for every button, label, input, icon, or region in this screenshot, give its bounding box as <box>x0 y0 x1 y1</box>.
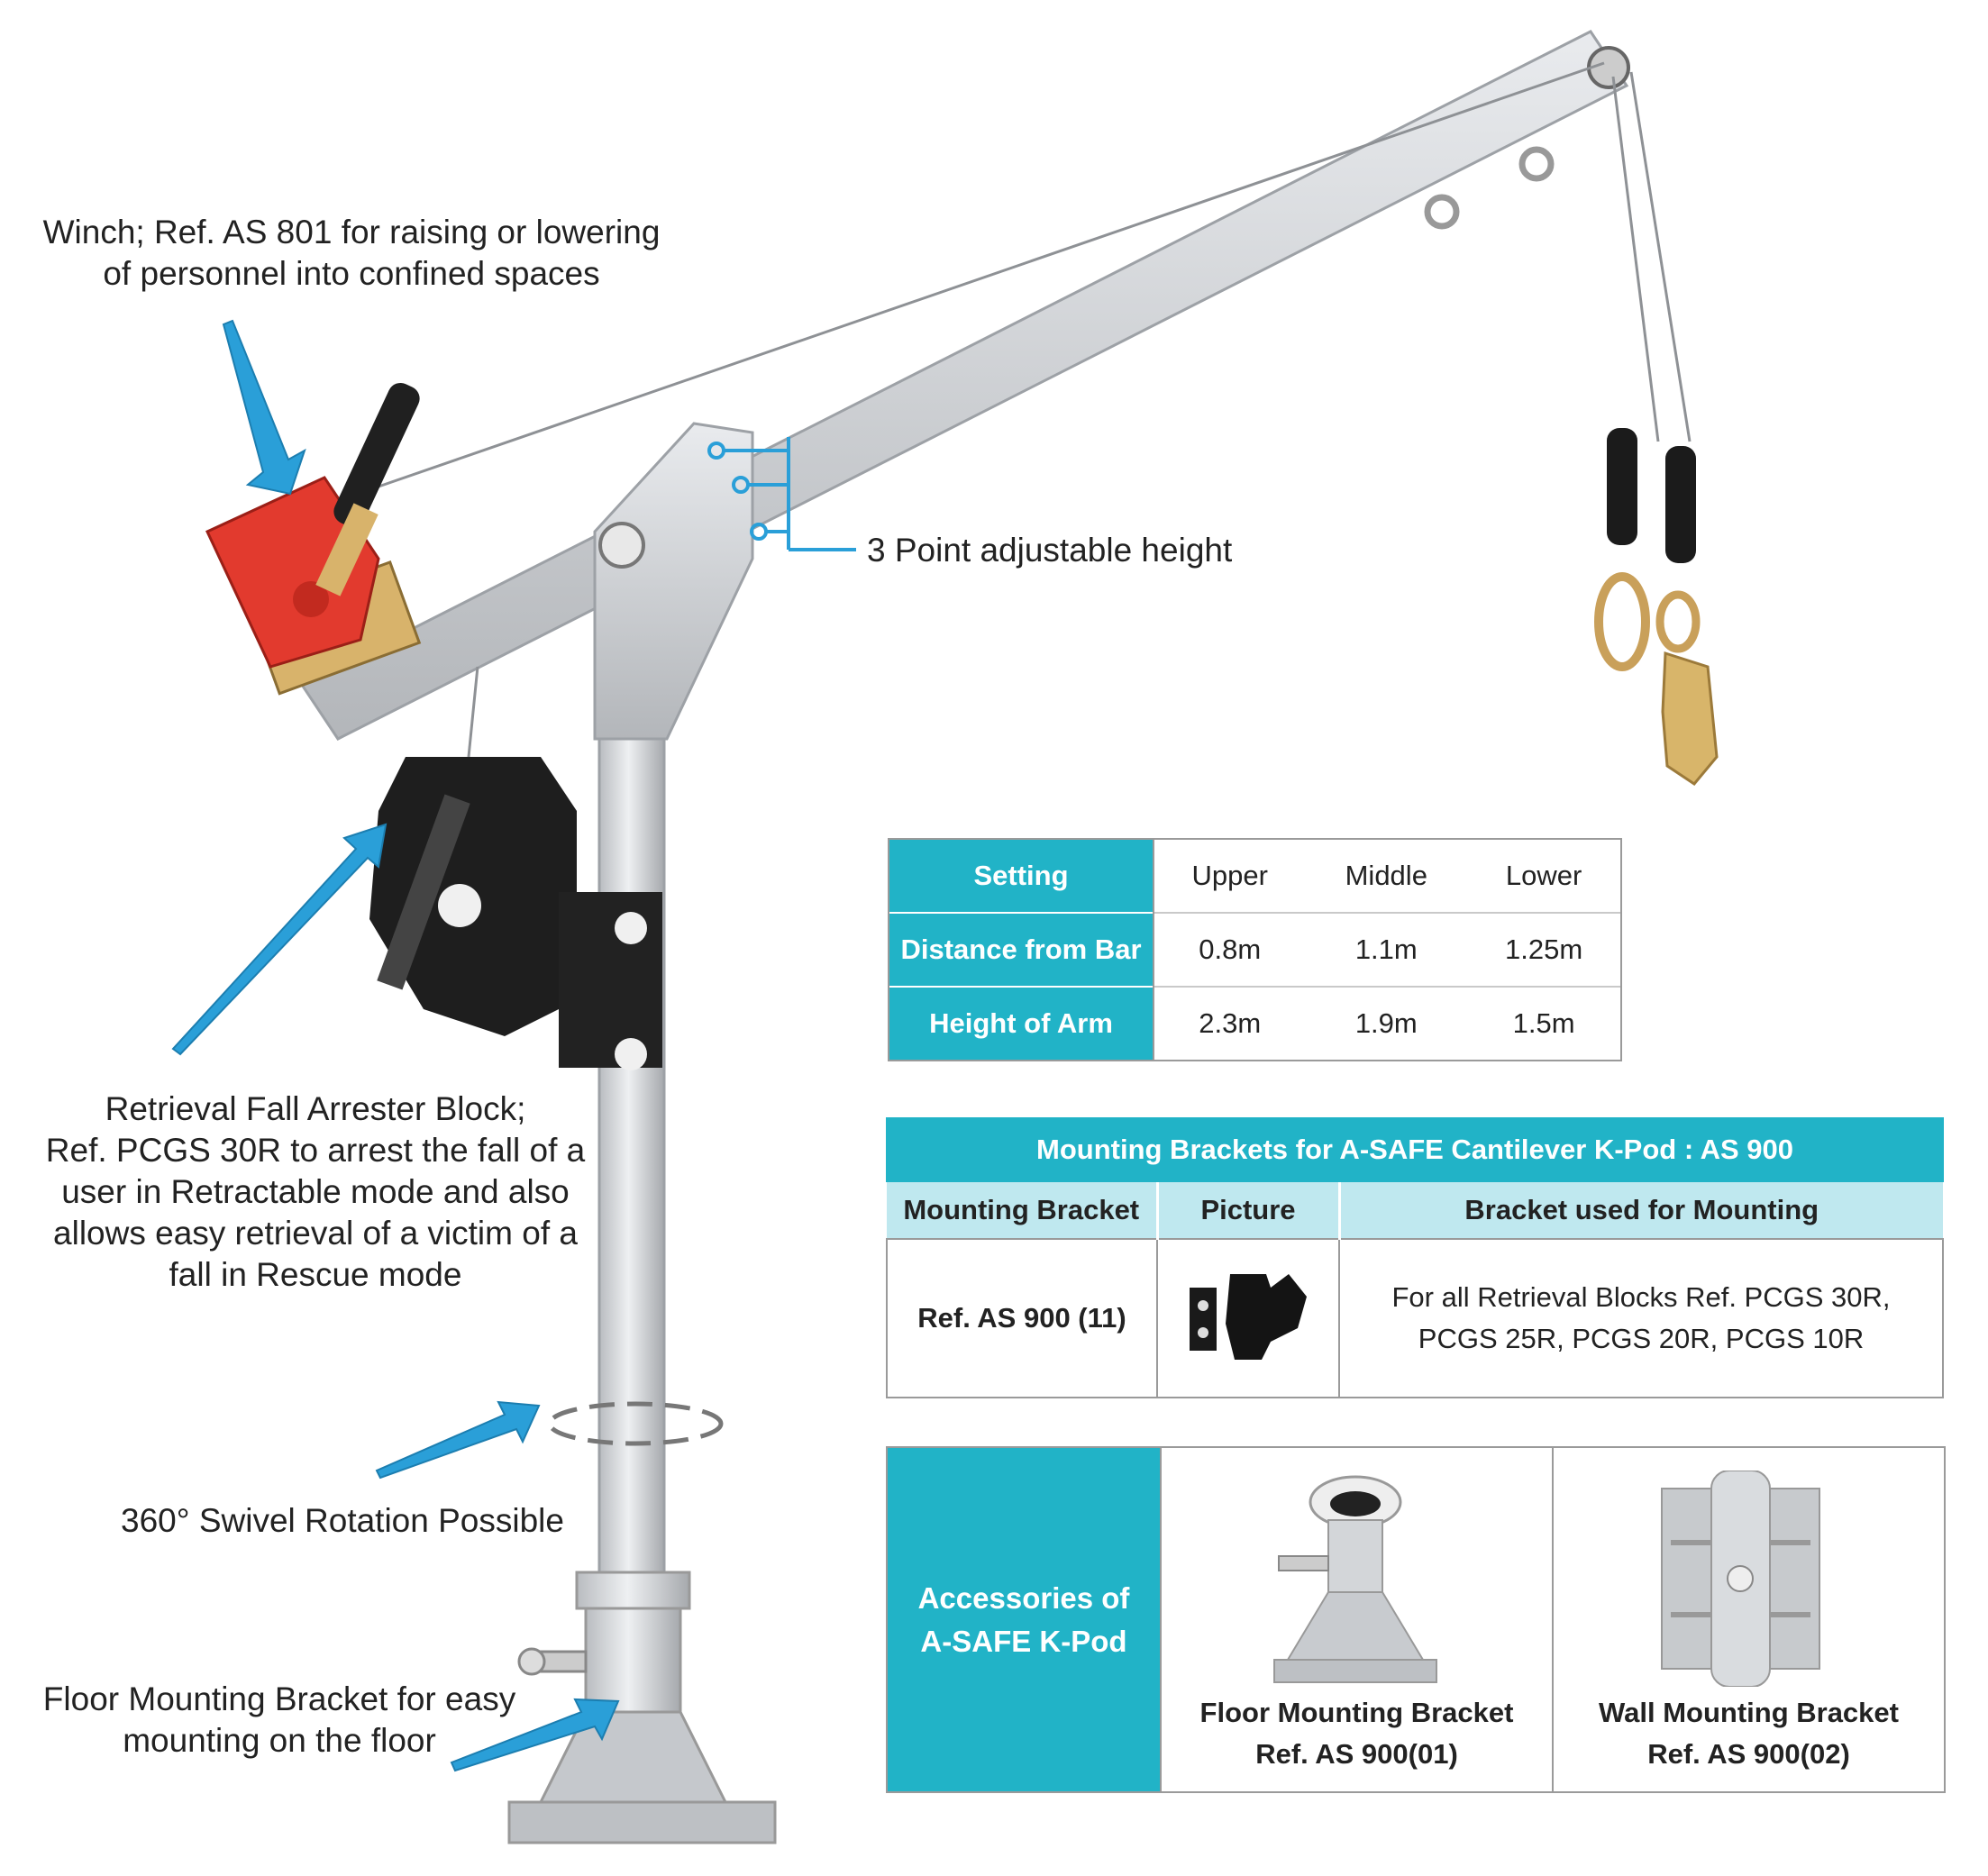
brackets-row: Ref. AS 900 (11) For all Retrieval Block… <box>886 1238 1944 1398</box>
settings-table: Setting Upper Middle Lower Distance from… <box>888 838 1622 1061</box>
brackets-table-title: Mounting Brackets for A-SAFE Cantilever … <box>886 1117 1944 1182</box>
floor-bracket-callout: Floor Mounting Bracket for easy mounting… <box>27 1679 532 1762</box>
header-bracket-used: Bracket used for Mounting <box>1337 1182 1943 1239</box>
accessories-panel: Accessories of A-SAFE K-Pod Floor Mounti… <box>886 1446 1946 1793</box>
bracket-picture-image <box>1190 1274 1307 1360</box>
swivel-rotation-ring <box>547 1401 724 1446</box>
header-picture: Picture <box>1155 1182 1339 1239</box>
bracket-description: For all Retrieval Blocks Ref. PCGS 30R, … <box>1338 1238 1944 1398</box>
floor-callout-line-1: Floor Mounting Bracket for easy <box>42 1680 516 1717</box>
floor-callout-line-2: mounting on the floor <box>123 1722 436 1759</box>
distance-upper: 0.8m <box>1152 911 1306 988</box>
settings-header-row: Setting Upper Middle Lower <box>889 840 1620 913</box>
retrieval-callout-line-1: Retrieval Fall Arrester Block; <box>105 1090 526 1127</box>
retrieval-callout-line-2: Ref. PCGS 30R to arrest the fall of a <box>45 1132 586 1169</box>
height-lower: 1.5m <box>1467 986 1620 1060</box>
winch-callout-line-1: Winch; Ref. AS 801 for raising or loweri… <box>42 214 661 250</box>
floor-bracket-picture <box>1273 1475 1437 1683</box>
pivot-pulley <box>598 522 645 569</box>
accessory-floor-bracket: Floor Mounting Bracket Ref. AS 900(01) <box>1160 1448 1552 1791</box>
column-upper: Upper <box>1152 840 1306 913</box>
floor-bracket-name: Floor Mounting Bracket <box>1199 1697 1514 1728</box>
brackets-header-row: Mounting Bracket Picture Bracket used fo… <box>887 1182 1943 1239</box>
distance-lower: 1.25m <box>1467 911 1620 988</box>
accessories-label: Accessories of A-SAFE K-Pod <box>888 1448 1160 1791</box>
boom-eyelet-1 <box>1424 194 1460 230</box>
row-label-distance: Distance from Bar <box>889 911 1154 988</box>
boom-arm <box>299 30 1630 741</box>
accessories-label-line-2: A-SAFE K-Pod <box>920 1624 1127 1658</box>
mounting-brackets-table: Mounting Brackets for A-SAFE Cantilever … <box>886 1117 1944 1398</box>
boom-eyelet-2 <box>1518 146 1555 182</box>
retrieval-callout-line-5: fall in Rescue mode <box>169 1256 462 1293</box>
adjustable-height-label: 3 Point adjustable height <box>867 532 1233 569</box>
header-mounting-bracket: Mounting Bracket <box>887 1182 1157 1239</box>
settings-header-cell: Setting <box>889 840 1154 913</box>
swivel-callout-label: 360° Swivel Rotation Possible <box>121 1502 564 1539</box>
retrieval-callout-line-3: user in Retractable mode and also <box>61 1173 570 1210</box>
adjust-points <box>707 437 856 551</box>
accessory-wall-bracket: Wall Mounting Bracket Ref. AS 900(02) <box>1552 1448 1944 1791</box>
wall-bracket-name: Wall Mounting Bracket <box>1599 1697 1899 1728</box>
bracket-ref: Ref. AS 900 (11) <box>886 1238 1158 1398</box>
floor-bracket-ref: Ref. AS 900(01) <box>1255 1738 1458 1770</box>
winch-callout: Winch; Ref. AS 801 for raising or loweri… <box>36 212 667 295</box>
swivel-callout: 360° Swivel Rotation Possible <box>117 1500 568 1542</box>
settings-row-distance: Distance from Bar 0.8m 1.1m 1.25m <box>889 911 1620 988</box>
row-label-height: Height of Arm <box>889 986 1154 1060</box>
cables <box>378 61 1692 758</box>
settings-row-height: Height of Arm 2.3m 1.9m 1.5m <box>889 986 1620 1060</box>
wall-bracket-caption: Wall Mounting Bracket Ref. AS 900(02) <box>1554 1692 1944 1775</box>
callout-arrows <box>171 319 620 1772</box>
distance-middle: 1.1m <box>1305 911 1468 988</box>
retrieval-callout-line-4: allows easy retrieval of a victim of a <box>53 1215 578 1252</box>
floor-bracket-caption: Floor Mounting Bracket Ref. AS 900(01) <box>1162 1692 1552 1775</box>
snap-hooks <box>1594 428 1719 786</box>
accessories-label-line-1: Accessories of <box>917 1580 1130 1615</box>
wall-bracket-picture <box>1661 1471 1820 1687</box>
adjustable-height-callout: 3 Point adjustable height <box>867 530 1232 571</box>
pivot-head-plate <box>593 422 754 741</box>
bracket-desc-line-2: PCGS 25R, PCGS 20R, PCGS 10R <box>1418 1323 1865 1354</box>
bracket-picture <box>1156 1238 1340 1398</box>
column-middle: Middle <box>1345 859 1427 891</box>
winch <box>205 382 422 696</box>
column-lower: Lower <box>1505 859 1582 891</box>
height-middle: 1.9m <box>1305 986 1468 1060</box>
wall-bracket-ref: Ref. AS 900(02) <box>1647 1738 1850 1770</box>
floor-bracket <box>507 1571 777 1844</box>
winch-callout-line-2: of personnel into confined spaces <box>103 255 600 292</box>
retrieval-block <box>369 757 662 1070</box>
retrieval-block-callout: Retrieval Fall Arrester Block; Ref. PCGS… <box>27 1088 604 1296</box>
height-upper: 2.3m <box>1152 986 1306 1060</box>
bracket-desc-line-1: For all Retrieval Blocks Ref. PCGS 30R, <box>1391 1281 1891 1313</box>
